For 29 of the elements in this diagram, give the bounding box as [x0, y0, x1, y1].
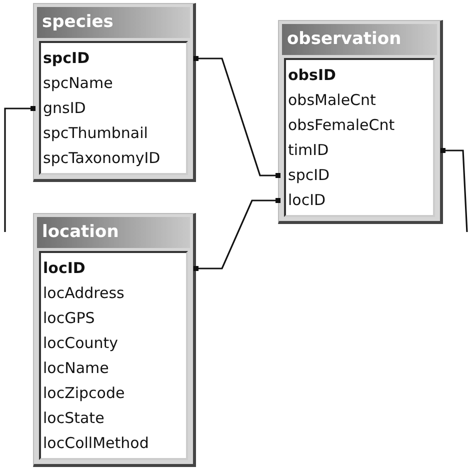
field-name: locAddress — [41, 281, 186, 306]
field-name: gnsID — [41, 96, 186, 121]
field-name: locName — [41, 356, 186, 381]
field-name: locCollMethod — [41, 431, 186, 456]
primary-key-field: obsID — [286, 63, 433, 88]
field-name: locID — [286, 188, 433, 213]
field-name: locZipcode — [41, 381, 186, 406]
table-title: observation — [282, 24, 437, 55]
field-name: spcThumbnail — [41, 121, 186, 146]
table-title: species — [37, 7, 190, 38]
field-name: locGPS — [41, 306, 186, 331]
field-name: timID — [286, 138, 433, 163]
relationship-line — [4, 106, 36, 232]
field-name: obsFemaleCnt — [286, 113, 433, 138]
relationship-line — [194, 198, 280, 271]
table-card — [33, 3, 196, 182]
field-name: spcName — [41, 71, 186, 96]
primary-key-field: spcID — [41, 46, 186, 71]
field-name: spcID — [286, 163, 433, 188]
field-name: locState — [41, 406, 186, 431]
field-name: spcTaxonomyID — [41, 146, 186, 171]
relationship-line — [194, 56, 280, 178]
field-name: locCounty — [41, 331, 186, 356]
primary-key-field: locID — [41, 256, 186, 281]
field-name: obsMaleCnt — [286, 88, 433, 113]
table-title: location — [37, 217, 190, 248]
relationship-line — [440, 148, 468, 232]
table-card — [278, 20, 443, 224]
table-card — [33, 213, 196, 467]
